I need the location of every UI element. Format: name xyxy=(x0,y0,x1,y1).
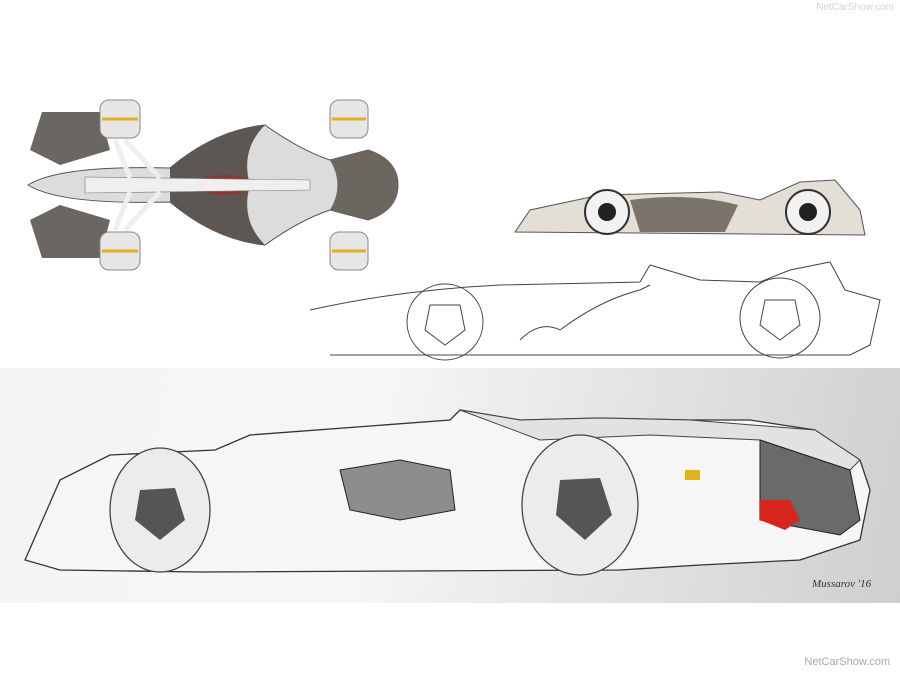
artist-signature: Mussarov '16 xyxy=(812,578,872,590)
side-view-rendered xyxy=(514,179,866,236)
side-view-pencil xyxy=(309,261,881,361)
watermark-bottom: NetCarShow.com xyxy=(804,656,890,668)
watermark-top: NetCarShow.com xyxy=(816,2,894,13)
three-quarter-rear-view xyxy=(24,409,871,576)
top-view-car xyxy=(27,99,399,271)
